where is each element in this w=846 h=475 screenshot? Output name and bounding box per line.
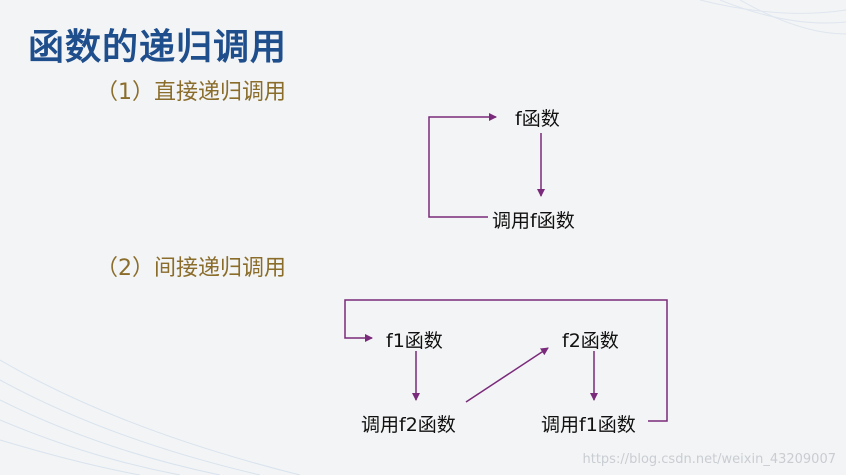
node-f-function: f函数 — [515, 104, 560, 131]
watermark: https://blog.csdn.net/weixin_43209007 — [582, 452, 836, 467]
node-f1-function: f1函数 — [386, 326, 443, 353]
node-call-f: 调用f函数 — [492, 206, 575, 233]
node-call-f1: 调用f1函数 — [541, 410, 636, 437]
node-call-f2: 调用f2函数 — [361, 410, 456, 437]
arrow-call-f-back-to-f — [429, 117, 496, 217]
arrow-call-f2-to-f2 — [466, 348, 548, 402]
node-f2-function: f2函数 — [562, 326, 619, 353]
arrow-call-f1-back-to-f1 — [345, 300, 667, 421]
